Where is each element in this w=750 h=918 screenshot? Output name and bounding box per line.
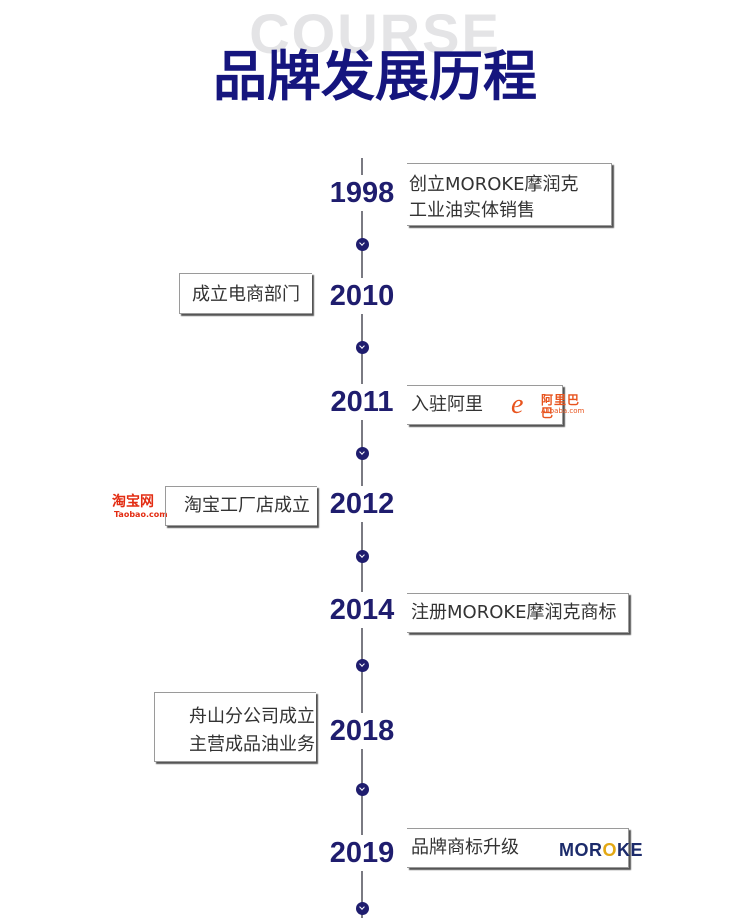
- timeline-year: 2012: [312, 486, 412, 522]
- timeline-year: 2019: [312, 835, 412, 871]
- moroke-logo-o: O: [602, 840, 618, 860]
- event-text: 成立电商部门: [192, 284, 300, 305]
- taobao-logo-en: Taobao.com: [114, 510, 168, 519]
- chevron-down-icon: [356, 341, 369, 354]
- taobao-logo-cn: 淘宝网: [112, 494, 154, 510]
- event-text: 淘宝工厂店成立: [184, 495, 310, 516]
- alibaba-logo-en: Alibaba.com: [541, 407, 585, 415]
- event-text: 工业油实体销售: [409, 200, 535, 221]
- event-text: 品牌商标升级: [411, 837, 519, 858]
- chevron-down-icon: [356, 902, 369, 915]
- event-text: 入驻阿里: [411, 394, 483, 415]
- event-text: 创立MOROKE摩润克: [409, 174, 579, 195]
- timeline-event: 创立MOROKE摩润克 工业油实体销售: [407, 163, 612, 226]
- timeline-year: 2011: [312, 384, 412, 420]
- timeline-event: 入驻阿里 e 阿里巴巴 Alibaba.com: [407, 385, 584, 425]
- timeline-event: 注册MOROKE摩润克商标: [407, 593, 629, 633]
- timeline-event: 品牌商标升级 MOROKE: [407, 828, 643, 868]
- alibaba-logo: e 阿里巴巴 Alibaba.com: [511, 390, 591, 420]
- taobao-logo: 淘宝网 Taobao.com: [112, 492, 168, 522]
- timeline-event: 淘宝工厂店成立: [165, 486, 317, 526]
- timeline-year: 1998: [312, 175, 412, 211]
- timeline-event: 舟山分公司成立 主营成品油业务: [154, 692, 316, 762]
- chevron-down-icon: [356, 447, 369, 460]
- watermark-text: COURSE: [249, 2, 501, 65]
- moroke-logo-pre: MOR: [559, 840, 603, 860]
- chevron-down-icon: [356, 659, 369, 672]
- alibaba-logo-cn: 阿里巴巴: [541, 393, 581, 420]
- moroke-logo-post: KE: [617, 840, 644, 860]
- page-title: 品牌发展历程: [213, 45, 537, 108]
- event-text: 舟山分公司成立: [189, 706, 315, 727]
- chevron-down-icon: [356, 550, 369, 563]
- timeline-year: 2010: [312, 278, 412, 314]
- event-text: 注册MOROKE摩润克商标: [411, 602, 617, 623]
- timeline-year: 2014: [312, 592, 412, 628]
- event-text: 主营成品油业务: [189, 734, 315, 755]
- chevron-down-icon: [356, 238, 369, 251]
- moroke-logo: MOROKE: [559, 839, 643, 861]
- chevron-down-icon: [356, 783, 369, 796]
- timeline-line: [361, 158, 363, 918]
- alibaba-logo-mark: e: [511, 389, 524, 420]
- timeline-event: 成立电商部门: [179, 273, 312, 314]
- timeline-year: 2018: [312, 713, 412, 749]
